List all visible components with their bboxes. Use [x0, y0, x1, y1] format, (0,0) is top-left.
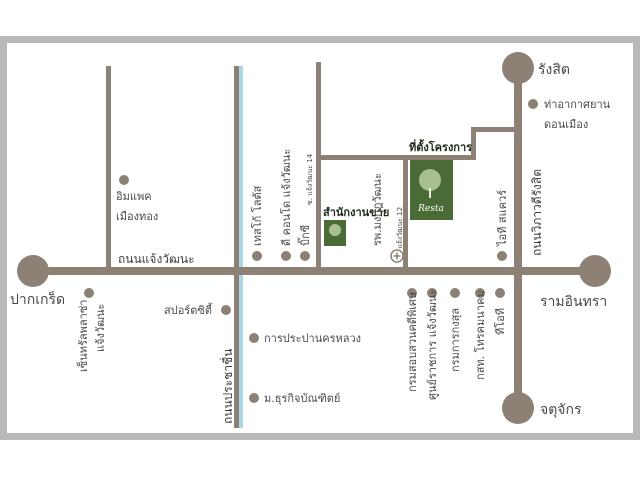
landmark-park-label: กรมสอบสวนคดีพิเศษ [406, 292, 419, 392]
landmark-impact-label-line2: เมืองทอง [116, 210, 158, 223]
canal [239, 66, 243, 428]
project-site-label: ที่ตั้งโครงการ [409, 139, 472, 154]
road-soi-14 [316, 62, 321, 271]
landmark-dcondo-dot [281, 251, 291, 261]
road-soi-connector [316, 155, 476, 160]
terminal-pakkret-label: ปากเกร็ด [10, 290, 65, 308]
road-soi-12 [403, 155, 408, 271]
road-prachachuen [234, 66, 239, 428]
terminal-ramintra-label: รามอินทรา [540, 294, 607, 310]
landmark-central-label-line2: แจ้งวัฒนะ [94, 304, 107, 352]
road-loop-horizontal [471, 127, 518, 132]
landmark-tot-label: ทีโอที [493, 308, 507, 335]
terminal-rangsit-marker [502, 52, 534, 84]
landmark-mea-label: การประปานครหลวง [264, 332, 361, 345]
landmark-central-dot [84, 288, 94, 298]
landmark-dpu-dot [249, 393, 259, 403]
landmark-sportscity-label: สปอร์ตซิตี้ [164, 302, 213, 317]
road-soi-14-label: ซ. แจ้งวัฒนะ 14 [306, 153, 314, 205]
road-loop-vertical [471, 127, 476, 160]
terminal-chatuchak-label: จตุจักร [540, 402, 582, 418]
landmark-itsquare-dot [497, 251, 507, 261]
road-prachachuen-label: ถนนประชาชื่น [219, 349, 235, 424]
terminal-ramintra-marker [579, 255, 611, 287]
landmark-govcomplex-label: ศูนย์ราชการ แจ้งวัฒนะ [426, 289, 439, 400]
landmark-sportscity-dot [221, 305, 231, 315]
landmark-tot-dot [495, 288, 505, 298]
landmark-impact-label: อิมแพค [116, 190, 152, 203]
sales-office-label: สำนักงานขาย [323, 206, 389, 219]
road-west-connector [106, 66, 111, 271]
landmark-dots [84, 99, 538, 403]
road-vibhavadi [514, 68, 522, 408]
landmark-dcondo-label: ดี คอนโด แจ้งวัฒนะ [279, 149, 293, 246]
landmark-mea-dot [249, 333, 259, 343]
hospital-cross-icon [393, 252, 401, 260]
landmark-cat-dot [475, 288, 485, 298]
landmark-airport-label: ท่าอากาศยาน [544, 98, 611, 111]
terminal-rangsit-label: รังสิต [538, 62, 570, 78]
landmark-hospital-label: รพ.มงกุฎวัฒนะ [371, 173, 384, 246]
project-logo: Resta [417, 204, 444, 214]
landmark-tesco-dot [252, 251, 262, 261]
landmark-airport-label-line2: ดอนเมือง [544, 118, 588, 131]
landmark-impact-dot [119, 175, 129, 185]
landmark-central-label: เซ็นทรัลพลาซ่า [76, 300, 90, 372]
landmark-park-dot [407, 288, 417, 298]
landmark-dsi-dot [450, 288, 460, 298]
road-chaengwattana [33, 267, 595, 275]
terminal-chatuchak-marker [502, 392, 534, 424]
landmark-bigc-dot [300, 251, 310, 261]
road-vibhavadi-label: ถนนวิภาวดีรังสิต [530, 169, 544, 256]
terminal-pakkret-marker [17, 255, 49, 287]
road-chaengwattana-label: ถนนแจ้งวัฒนะ [118, 252, 195, 266]
road-soi-12-label: ซ. แจ้งวัฒนะ 12 [396, 207, 404, 258]
landmark-cat-label: กสท. โทรคมนาคม [473, 290, 487, 380]
landmark-tesco-label: เทสโก้ โลตัส [250, 185, 264, 246]
landmark-govcomplex-dot [427, 288, 437, 298]
project-tree-trunk [429, 188, 431, 198]
landmark-dpu-label: ม.ธุรกิจบัณฑิตย์ [264, 392, 340, 405]
landmark-dsi-label: กรมการกงสุล [449, 308, 462, 372]
landmark-itsquare-label: ไอที สแควร์ [496, 190, 509, 247]
landmark-bigc-label: บิ๊กซี [297, 224, 312, 246]
landmark-airport-dot [528, 99, 538, 109]
road-network [33, 62, 595, 428]
project-tree-icon [419, 169, 441, 191]
sales-office-tree-icon [329, 224, 341, 236]
